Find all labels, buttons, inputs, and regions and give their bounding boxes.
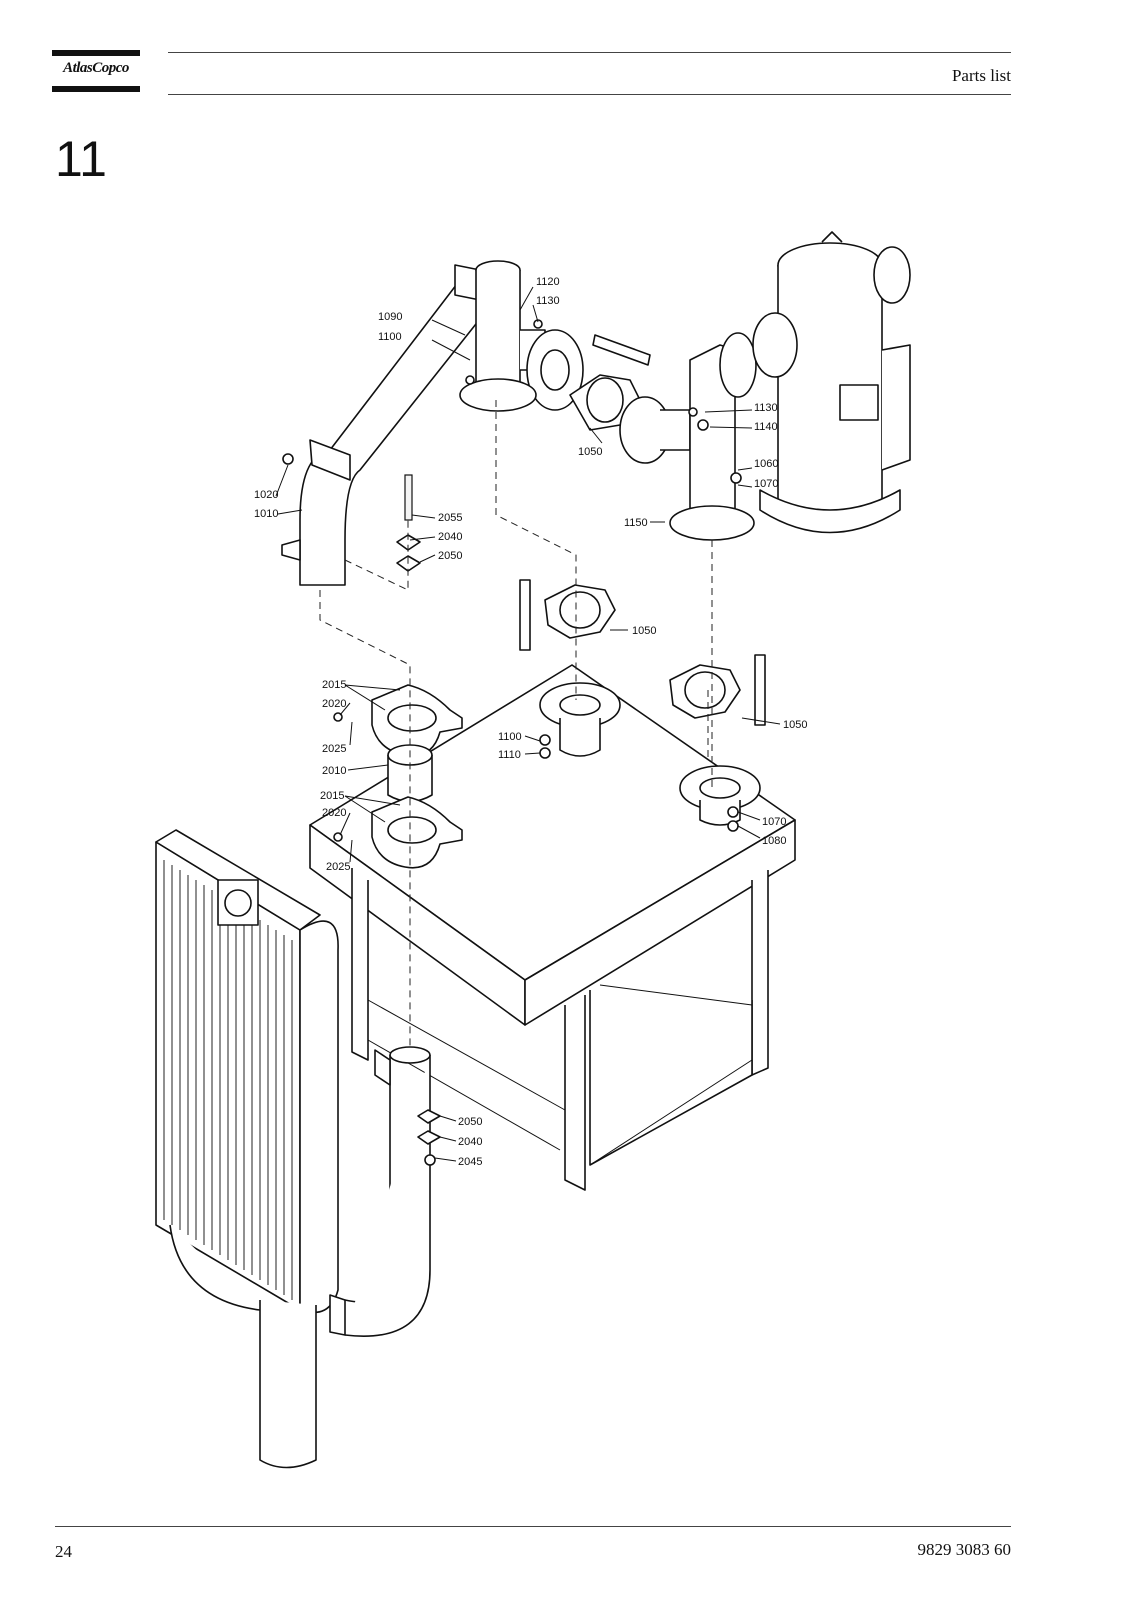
callout-1020: 1020 bbox=[254, 489, 278, 501]
lower-pipe bbox=[329, 1046, 431, 1337]
callout-2025-a: 2025 bbox=[322, 743, 346, 755]
document-number: 9829 3083 60 bbox=[917, 1540, 1012, 1559]
callout-1010: 1010 bbox=[254, 508, 278, 520]
callout-1070-a: 1070 bbox=[754, 478, 778, 490]
base-frame bbox=[309, 664, 796, 1191]
callout-2050-b: 2050 bbox=[458, 1116, 482, 1128]
header-rule-bottom bbox=[168, 94, 1011, 95]
cooler bbox=[155, 829, 339, 1469]
callout-2020-b: 2020 bbox=[322, 807, 346, 819]
callout-2040-a: 2040 bbox=[438, 531, 462, 543]
footer-rule bbox=[55, 1526, 1011, 1527]
callout-2010: 2010 bbox=[322, 765, 346, 777]
callout-2045: 2045 bbox=[458, 1156, 482, 1168]
lower-clamp bbox=[371, 796, 463, 869]
callout-2050-a: 2050 bbox=[438, 550, 462, 562]
logo-bar-bottom bbox=[52, 86, 140, 92]
callout-1120: 1120 bbox=[536, 276, 560, 288]
logo-bar-top bbox=[52, 50, 140, 56]
cooler-fins bbox=[163, 860, 293, 1300]
assembly-lines bbox=[319, 400, 713, 1050]
callout-2020-a: 2020 bbox=[322, 698, 346, 710]
logo-wordmark: AtlasCopco bbox=[63, 60, 129, 76]
callout-1050-a: 1050 bbox=[578, 446, 602, 458]
tee-pipe-middle bbox=[619, 332, 757, 541]
callout-1070-b: 1070 bbox=[762, 816, 786, 828]
callout-1130-b: 1130 bbox=[754, 402, 778, 414]
callout-labels: 1120 1130 1090 1100 1050 1130 1140 1060 … bbox=[254, 276, 807, 1168]
separator-vessel bbox=[752, 231, 911, 534]
callout-1130-a: 1130 bbox=[536, 295, 560, 307]
upper-clamp bbox=[371, 684, 463, 757]
callout-1150: 1150 bbox=[624, 517, 648, 529]
flange-right bbox=[679, 765, 761, 826]
atlas-copco-logo: AtlasCopco bbox=[52, 50, 140, 94]
header-rule-top bbox=[168, 52, 1011, 53]
callout-1060: 1060 bbox=[754, 458, 778, 470]
callout-1100-a: 1100 bbox=[378, 331, 402, 343]
section-title: Parts list bbox=[951, 66, 1011, 85]
callout-2055: 2055 bbox=[438, 512, 462, 524]
callout-2015-a: 2015 bbox=[322, 679, 346, 691]
butterfly-valve-right bbox=[669, 654, 766, 726]
callout-1140: 1140 bbox=[754, 421, 778, 433]
callout-2025-b: 2025 bbox=[326, 861, 350, 873]
page-number: 24 bbox=[55, 1542, 72, 1561]
butterfly-valve-middle bbox=[519, 579, 616, 651]
callout-2040-b: 2040 bbox=[458, 1136, 482, 1148]
discharge-pipe bbox=[281, 264, 496, 586]
flange-left bbox=[539, 682, 621, 757]
leader-lines bbox=[275, 286, 781, 1162]
chapter-number: 11 bbox=[55, 131, 107, 187]
callout-1090: 1090 bbox=[378, 311, 402, 323]
callout-1080: 1080 bbox=[762, 835, 786, 847]
callout-2015-b: 2015 bbox=[320, 790, 344, 802]
callout-1050-b: 1050 bbox=[632, 625, 656, 637]
tee-pipe-top bbox=[459, 260, 584, 412]
callout-1050-c: 1050 bbox=[783, 719, 807, 731]
callout-1110: 1110 bbox=[498, 749, 521, 761]
callout-1100-b: 1100 bbox=[498, 731, 522, 743]
